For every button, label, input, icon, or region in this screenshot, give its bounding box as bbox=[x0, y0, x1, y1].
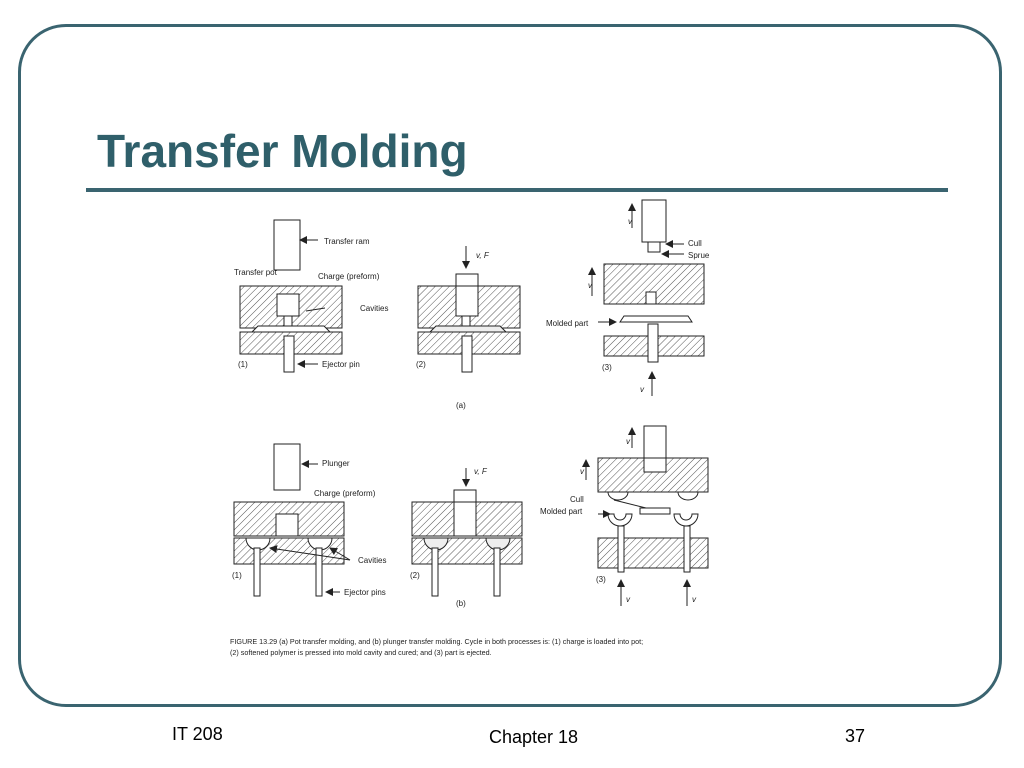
plunger-step3-diagram bbox=[582, 425, 709, 606]
label-cavities-a: Cavities bbox=[360, 304, 388, 313]
label-panel-a: (a) bbox=[456, 401, 466, 410]
label-v-b3-plunger: v bbox=[626, 437, 631, 446]
label-charge-b: Charge (preform) bbox=[314, 489, 376, 498]
transfer-ram bbox=[273, 219, 301, 271]
label-v-a3-top: v bbox=[628, 217, 633, 226]
plunger-step2-diagram bbox=[411, 468, 523, 597]
label-b-step1: (1) bbox=[232, 571, 242, 580]
pot-step2-diagram bbox=[417, 246, 521, 373]
transfer-molding-figure: Transfer ram Transfer pot Charge (prefor… bbox=[200, 196, 780, 680]
slide-frame bbox=[18, 24, 1002, 707]
footer-course: IT 208 bbox=[172, 724, 223, 744]
ejector-pin-a1 bbox=[283, 335, 295, 373]
label-a-step2: (2) bbox=[416, 360, 426, 369]
label-v-b3-pin2: v bbox=[692, 595, 697, 604]
label-v-a3-mold: v bbox=[588, 281, 593, 290]
label-a-step3: (3) bbox=[602, 363, 612, 372]
label-vf-a: v, F bbox=[476, 251, 490, 260]
label-molded-part-a: Molded part bbox=[546, 319, 589, 328]
label-v-b3-mold: v bbox=[580, 467, 585, 476]
label-transfer-pot: Transfer pot bbox=[234, 268, 278, 277]
footer-chapter: Chapter 18 bbox=[489, 727, 579, 747]
figure-caption-line1: FIGURE 13.29 (a) Pot transfer molding, a… bbox=[230, 637, 643, 646]
label-b-step2: (2) bbox=[410, 571, 420, 580]
figure-caption-line2: (2) softened polymer is pressed into mol… bbox=[230, 648, 492, 657]
label-panel-b: (b) bbox=[456, 599, 466, 608]
label-transfer-ram: Transfer ram bbox=[324, 237, 370, 246]
label-v-b3-pin1: v bbox=[626, 595, 631, 604]
pot-step3-diagram bbox=[588, 199, 705, 396]
label-a-step1: (1) bbox=[238, 360, 248, 369]
footer-page-number: 37 bbox=[845, 726, 866, 746]
label-molded-part-b: Molded part bbox=[540, 507, 583, 516]
plunger-step1-diagram bbox=[233, 443, 351, 597]
label-ejector-pins: Ejector pins bbox=[344, 588, 386, 597]
label-cavities-b: Cavities bbox=[358, 556, 386, 565]
label-charge-a: Charge (preform) bbox=[318, 272, 380, 281]
label-v-a3-pin: v bbox=[640, 385, 645, 394]
label-vf-b: v, F bbox=[474, 467, 488, 476]
label-ejector-pin: Ejector pin bbox=[322, 360, 360, 369]
label-sprue: Sprue bbox=[688, 251, 710, 260]
pot-step1-diagram bbox=[239, 219, 343, 373]
label-cull-b: Cull bbox=[570, 495, 584, 504]
title-underline bbox=[86, 188, 948, 192]
label-plunger: Plunger bbox=[322, 459, 350, 468]
label-cull-a: Cull bbox=[688, 239, 702, 248]
slide-title: Transfer Molding bbox=[97, 125, 468, 177]
label-b-step3: (3) bbox=[596, 575, 606, 584]
